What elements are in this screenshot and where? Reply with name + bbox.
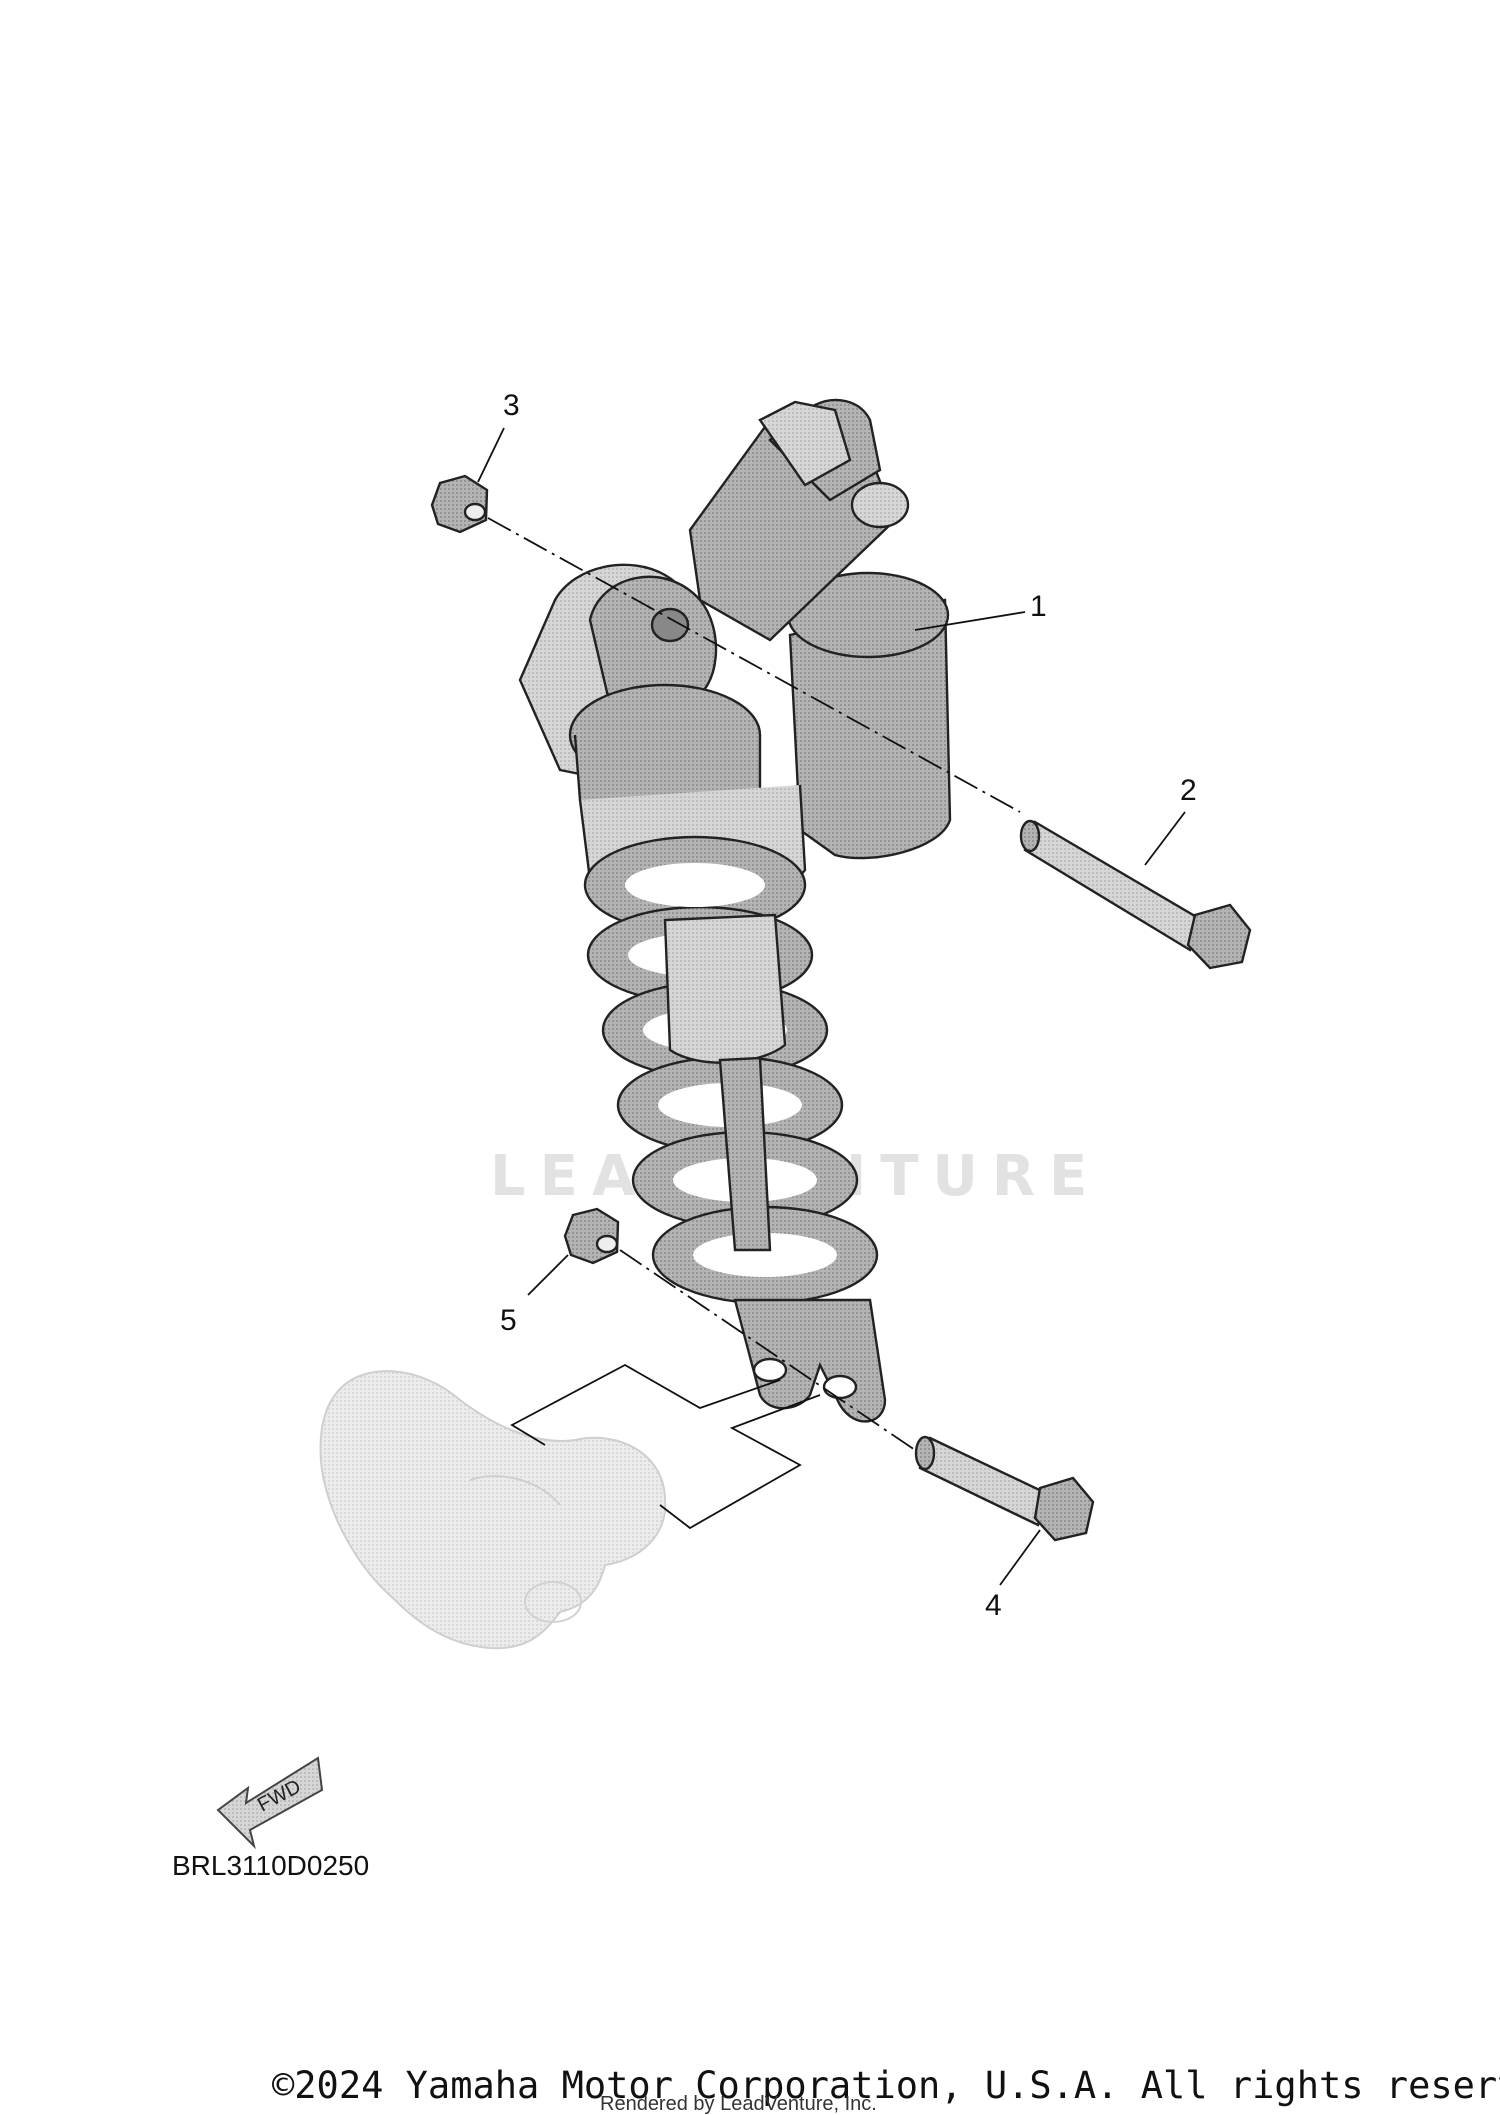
assembly-guide-lines: [510, 1363, 821, 1530]
rendered-by: Rendered by LeadVenture, Inc.: [600, 2093, 877, 2115]
diagram-code: BRL3110D0250: [172, 1850, 369, 1881]
centerline-bottom: [619, 1249, 916, 1451]
rear-shock-absorber[interactable]: [518, 398, 952, 1423]
bolt-2[interactable]: [1019, 819, 1252, 970]
ghost-link-part: [319, 1370, 667, 1650]
leader-1: [914, 611, 1026, 631]
fwd-arrow-icon: FWD: [216, 1756, 324, 1850]
leader-3: [477, 427, 505, 483]
callout-2[interactable]: 2: [1180, 774, 1197, 807]
leader-4: [999, 1529, 1041, 1586]
centerline-top: [487, 517, 1021, 813]
leader-5: [527, 1254, 569, 1296]
callout-5[interactable]: 5: [500, 1304, 517, 1337]
copyright-notice: ©2024 Yamaha Motor Corporation, U.S.A. A…: [272, 2064, 1500, 2107]
nut-3[interactable]: [430, 474, 489, 534]
nut-5[interactable]: [563, 1207, 620, 1265]
callout-3[interactable]: 3: [503, 389, 520, 422]
leader-2: [1144, 811, 1186, 866]
callout-4[interactable]: 4: [985, 1589, 1002, 1622]
callout-1[interactable]: 1: [1030, 590, 1047, 623]
bolt-4[interactable]: [914, 1435, 1095, 1542]
